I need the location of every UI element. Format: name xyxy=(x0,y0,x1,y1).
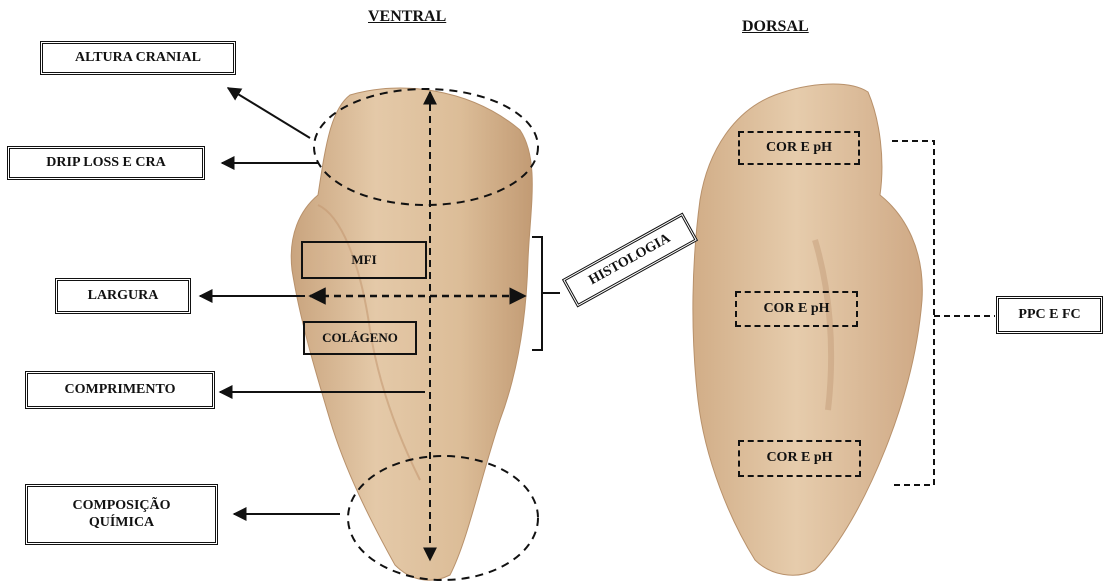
label-cor-ph-middle: COR E pH xyxy=(735,291,858,327)
label-largura: LARGURA xyxy=(55,278,191,314)
dorsal-header: DORSAL xyxy=(742,18,809,36)
ventral-header: VENTRAL xyxy=(368,8,446,26)
label-ppc-fc: PPC E FC xyxy=(996,296,1103,334)
label-mfi: MFI xyxy=(301,241,427,279)
label-composicao-line1: COMPOSIÇÃO xyxy=(73,498,171,514)
label-composicao-quimica: COMPOSIÇÃO QUÍMICA xyxy=(25,484,218,545)
label-cor-ph-top: COR E pH xyxy=(738,131,860,165)
label-cor-ph-bottom: COR E pH xyxy=(738,440,861,477)
label-composicao-line2: QUÍMICA xyxy=(89,515,154,531)
label-drip-loss: DRIP LOSS E CRA xyxy=(7,146,205,180)
label-altura-cranial: ALTURA CRANIAL xyxy=(40,41,236,75)
label-colageno: COLÁGENO xyxy=(303,321,417,355)
label-comprimento: COMPRIMENTO xyxy=(25,371,215,409)
